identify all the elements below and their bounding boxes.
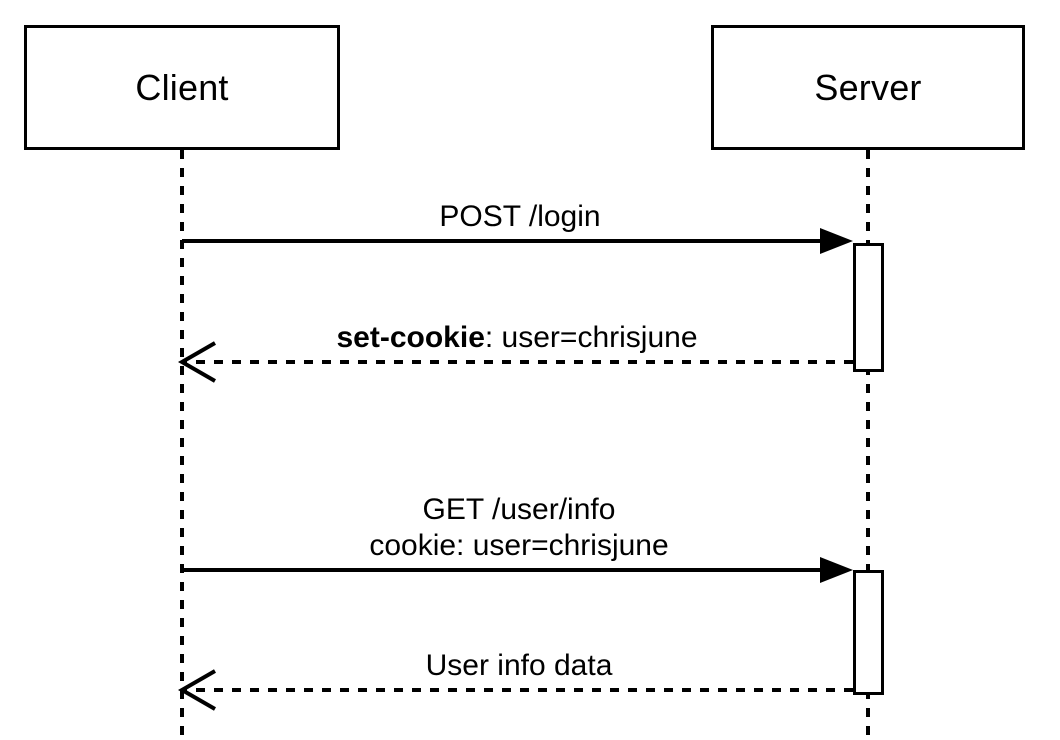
message-label-post-login: POST /login: [439, 199, 600, 235]
message-label-line: set-cookie: user=chrisjune: [337, 320, 698, 356]
message-label-text: POST /login: [439, 200, 601, 233]
arrowhead-filled-right-icon: [820, 557, 853, 583]
message-label-line: GET /user/info: [369, 492, 668, 528]
message-label-key: set-cookie: [336, 321, 485, 354]
message-arrow-set-cookie: [177, 341, 853, 383]
message-arrow-get-user-info: [182, 557, 853, 583]
participant-box-client[interactable]: Client: [24, 25, 340, 150]
message-label-line: POST /login: [439, 199, 600, 235]
arrowhead-filled-right-icon: [820, 228, 853, 254]
message-label-text: cookie: user=chrisjune: [369, 529, 669, 562]
message-label-text: GET /user/info: [422, 493, 616, 526]
message-label-text: User info data: [425, 649, 613, 682]
message-label-set-cookie: set-cookie: user=chrisjune: [337, 320, 698, 356]
message-label-user-info-data: User info data: [426, 648, 613, 684]
message-label-line: User info data: [426, 648, 613, 684]
arrowhead-open-v-left-icon: [177, 341, 216, 383]
participant-box-server[interactable]: Server: [711, 25, 1025, 150]
message-label-text: : user=chrisjune: [484, 321, 698, 354]
activation-bar-server-2[interactable]: [853, 570, 884, 695]
message-arrow-user-info-data: [177, 669, 853, 711]
activation-bar-server-1[interactable]: [853, 243, 884, 372]
message-arrow-post-login: [182, 228, 853, 254]
participant-label-client: Client: [135, 66, 229, 108]
message-label-line: cookie: user=chrisjune: [369, 528, 668, 564]
participant-label-server: Server: [814, 66, 922, 108]
arrowhead-open-v-left-icon: [177, 669, 216, 711]
